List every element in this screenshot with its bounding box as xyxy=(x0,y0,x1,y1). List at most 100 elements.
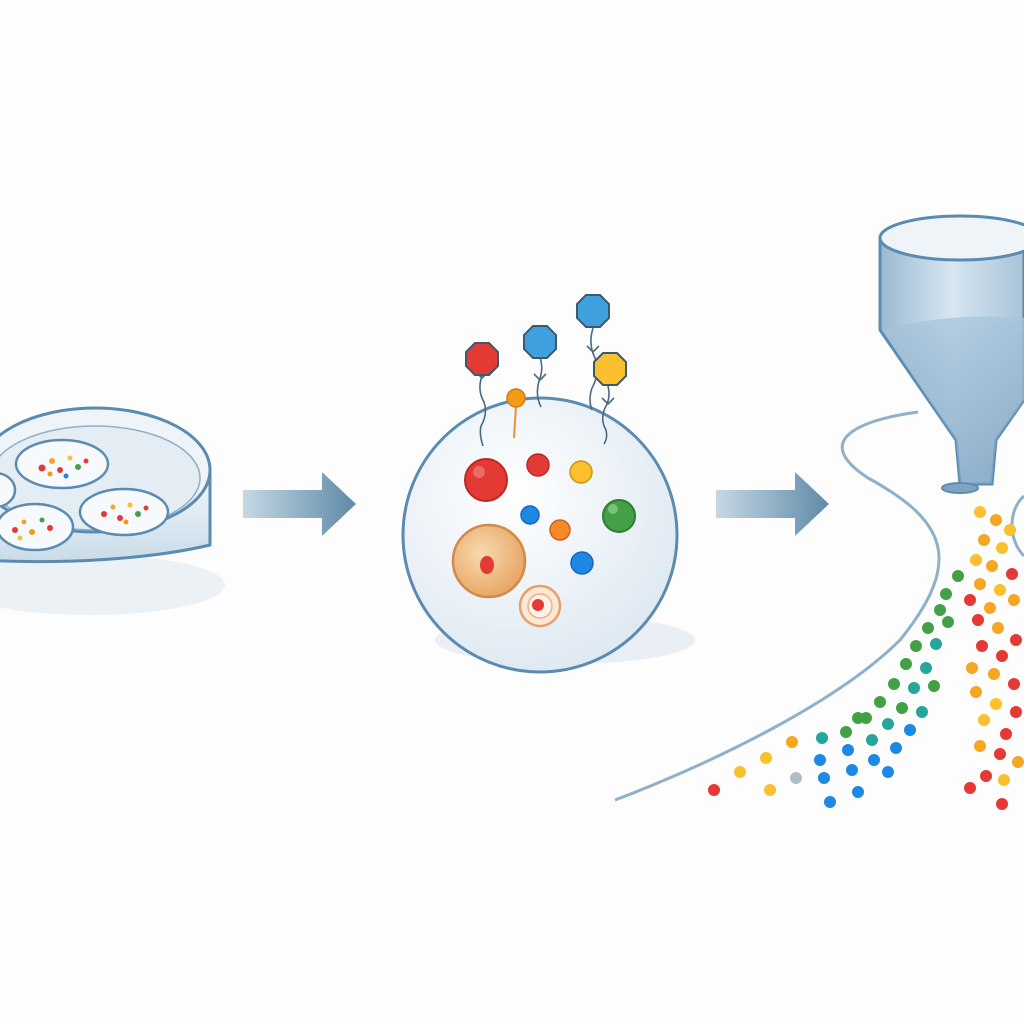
particle-dot-blue xyxy=(882,766,894,778)
particle-dot-red xyxy=(708,784,720,796)
particle-dot-yellow xyxy=(996,542,1008,554)
particle-dot-green xyxy=(910,640,922,652)
particle-green xyxy=(602,499,636,533)
particle-dot-red xyxy=(1000,728,1012,740)
particle-dot-orange xyxy=(978,534,990,546)
particle-dot-green xyxy=(928,680,940,692)
labeled-cell xyxy=(401,294,695,674)
particle-red-small xyxy=(526,453,550,477)
process-arrow-2 xyxy=(716,472,829,536)
particle-dot-blue xyxy=(890,742,902,754)
tag-orange-pin xyxy=(506,388,526,439)
particle-dot-red xyxy=(1008,678,1020,690)
particle-dot-blue xyxy=(868,754,880,766)
particle-dot-yellow xyxy=(978,714,990,726)
red-octagon-tag-icon xyxy=(465,342,499,376)
particle-dot-red xyxy=(972,614,984,626)
blue-octagon-tag-icon xyxy=(576,294,610,328)
particle-dot-red xyxy=(994,748,1006,760)
petri-dish xyxy=(0,406,225,615)
particle-dot-red xyxy=(980,770,992,782)
particle-dot-red xyxy=(964,594,976,606)
particle-dot-green xyxy=(852,712,864,724)
particle-dot-blue xyxy=(852,786,864,798)
particle-dot-red xyxy=(1010,634,1022,646)
particle-dot-blue xyxy=(818,772,830,784)
blue-octagon-tag-icon xyxy=(523,325,557,359)
colony-well-3 xyxy=(0,502,75,552)
particle-dot-orange xyxy=(984,602,996,614)
particle-dot-red xyxy=(976,640,988,652)
particle-dot-teal xyxy=(930,638,942,650)
particle-dot-orange xyxy=(986,560,998,572)
particle-dot-orange xyxy=(974,578,986,590)
particle-dot-orange xyxy=(1008,594,1020,606)
particle-dot-green xyxy=(874,696,886,708)
particle-dot-teal xyxy=(920,662,932,674)
cell-membrane xyxy=(401,396,679,674)
particle-dot-yellow xyxy=(760,752,772,764)
particle-dot-blue xyxy=(824,796,836,808)
particle-dot-yellow xyxy=(734,766,746,778)
particle-blue-2 xyxy=(570,551,594,575)
particle-dot-teal xyxy=(866,734,878,746)
particle-dot-orange xyxy=(988,668,1000,680)
tag-red-octagon xyxy=(465,342,499,447)
particle-dot-blue xyxy=(904,724,916,736)
nucleus xyxy=(451,523,527,599)
particle-dot-yellow xyxy=(998,774,1010,786)
vesicle xyxy=(518,584,562,628)
particle-dot-green xyxy=(934,604,946,616)
particle-dot-red xyxy=(1006,568,1018,580)
particle-dot-blue xyxy=(842,744,854,756)
particle-dot-yellow xyxy=(1004,524,1016,536)
particle-dot-green xyxy=(840,726,852,738)
particle-dot-teal xyxy=(816,732,828,744)
particle-dot-orange xyxy=(1012,756,1024,768)
particle-dot-green xyxy=(952,570,964,582)
flow-curve-left xyxy=(614,410,941,802)
particle-dot-red xyxy=(1010,706,1022,718)
particle-dot-yellow xyxy=(994,584,1006,596)
particle-dot-green xyxy=(888,678,900,690)
particle-dot-orange xyxy=(974,740,986,752)
tag-yellow-octagon xyxy=(593,352,627,445)
particle-dot-orange xyxy=(990,514,1002,526)
particle-dot-orange xyxy=(992,622,1004,634)
yellow-octagon-tag-icon xyxy=(593,352,627,386)
particle-dot-yellow xyxy=(764,784,776,796)
particle-dot-yellow xyxy=(974,506,986,518)
particle-dot-yellow xyxy=(990,698,1002,710)
particle-dot-grey xyxy=(790,772,802,784)
particle-dot-red xyxy=(996,798,1008,810)
particle-yellow xyxy=(569,460,593,484)
colony-well-1 xyxy=(14,438,110,490)
tag-blue-octagon-2 xyxy=(576,294,610,411)
particle-dot-orange xyxy=(966,662,978,674)
particle-dot-orange xyxy=(970,686,982,698)
particle-dot-blue xyxy=(846,764,858,776)
particle-dot-teal xyxy=(882,718,894,730)
particle-dot-green xyxy=(922,622,934,634)
particle-dot-green xyxy=(900,658,912,670)
funnel-separation xyxy=(614,214,1024,810)
orange-pin-icon xyxy=(506,388,526,408)
particle-dot-orange xyxy=(786,736,798,748)
particle-dot-green xyxy=(896,702,908,714)
colony-well-2 xyxy=(0,472,17,508)
particle-dot-yellow xyxy=(970,554,982,566)
particle-dot-red xyxy=(996,650,1008,662)
funnel xyxy=(878,214,1024,494)
particle-blue-1 xyxy=(520,505,540,525)
tag-blue-octagon-1 xyxy=(523,325,557,408)
particle-dot-blue xyxy=(814,754,826,766)
separated-particles xyxy=(708,506,1024,810)
particle-dot-teal xyxy=(908,682,920,694)
process-arrow-1 xyxy=(243,472,356,536)
particle-red-large xyxy=(464,458,508,502)
colony-well-4 xyxy=(78,487,170,537)
particle-dot-teal xyxy=(916,706,928,718)
particle-dot-green xyxy=(942,616,954,628)
